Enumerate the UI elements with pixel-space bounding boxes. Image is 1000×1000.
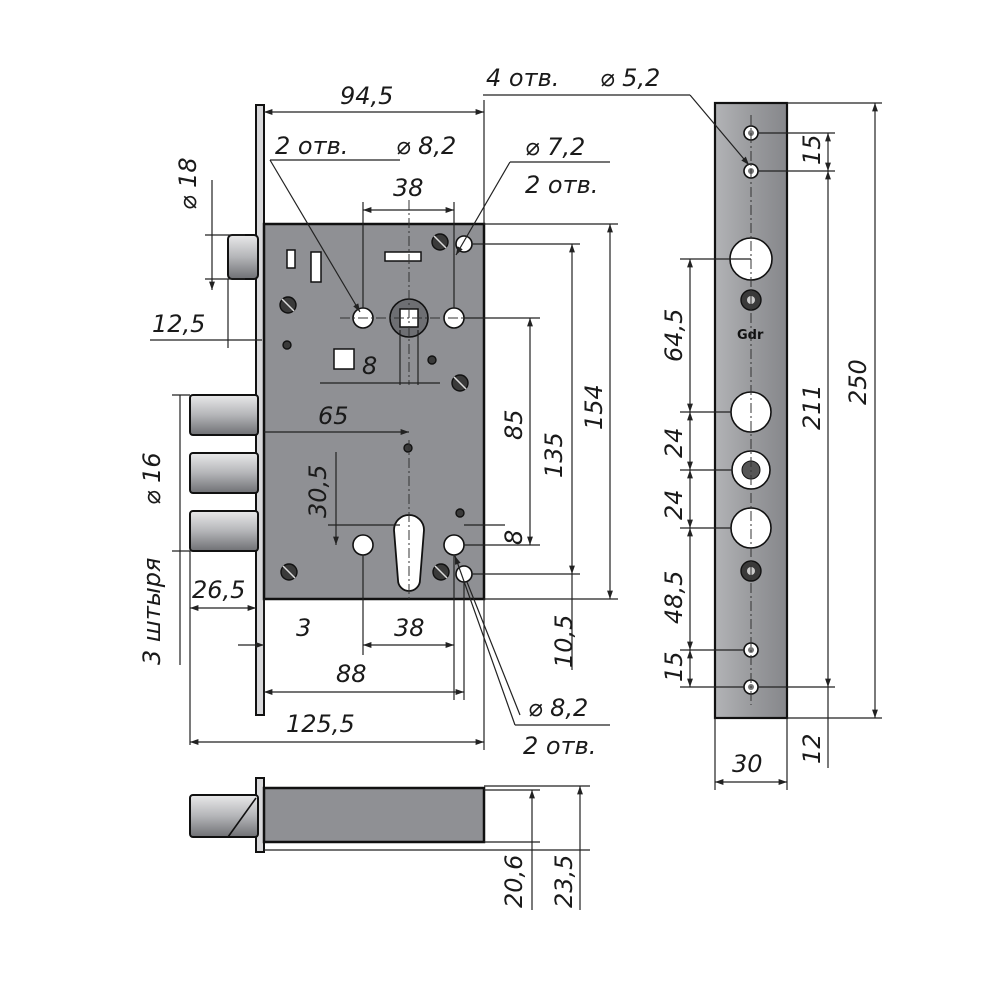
label-bolts-dia: ⌀ 16 — [138, 452, 166, 505]
lock-body — [262, 222, 486, 601]
dim-spindle-square: 8 — [362, 352, 377, 380]
dim-backset: 65 — [318, 402, 349, 430]
dim-10-5: 10,5 — [550, 615, 578, 668]
dim-cylinder-small: 8 — [500, 530, 528, 545]
latch-lever — [310, 251, 322, 283]
dim-faceplate-15-top: 15 — [798, 134, 826, 165]
dim-latch-dia: ⌀ 18 — [174, 157, 202, 210]
front-view — [189, 104, 486, 716]
dim-154: 154 — [580, 384, 608, 430]
dim-faceplate-12: 12 — [798, 733, 826, 764]
label-holes-top-right: 2 отв. — [525, 171, 598, 199]
dim-cylinder-offset: 30,5 — [304, 465, 332, 518]
side-body — [262, 786, 486, 844]
dim-side-23-5: 23,5 — [550, 855, 578, 908]
faceplate-view-dimensions: 4 отв. ⌀ 5,2 15 64,5 24 24 48,5 15 211 — [483, 64, 882, 790]
dim-faceplate-15-bottom: 15 — [660, 651, 688, 682]
mounting-hole — [455, 235, 473, 253]
indicator-slot — [384, 251, 422, 262]
dim-faceplate-thickness: 3 — [296, 614, 311, 642]
dim-spindle-spacing: 38 — [393, 174, 424, 202]
dim-latch-projection: 12,5 — [152, 310, 205, 338]
mounting-hole — [352, 534, 374, 556]
side-view-dimensions: 20,6 23,5 — [264, 785, 590, 910]
front-view-dimensions: 94,5 2 отв. ⌀ 8,2 38 ⌀ 7,2 2 отв. ⌀ 18 1… — [138, 82, 618, 760]
dead-bolt — [189, 452, 259, 494]
dim-135: 135 — [540, 432, 568, 478]
latch-bolt — [227, 234, 259, 280]
dim-faceplate-250: 250 — [844, 359, 872, 405]
dead-bolt — [189, 394, 259, 436]
side-bolt — [189, 794, 259, 838]
dim-width-overall: 94,5 — [340, 82, 393, 110]
label-holes-top-left: 2 отв. — [275, 132, 348, 160]
label-faceplate-holes: 4 отв. — [486, 64, 559, 92]
dead-bolt — [189, 510, 259, 552]
dim-width-total: 125,5 — [286, 710, 355, 738]
spindle-square-symbol — [333, 348, 355, 370]
label-holes-top-left-dia: ⌀ 8,2 — [396, 132, 456, 160]
dim-lower-spacing: 38 — [394, 614, 425, 642]
dim-side-20-6: 20,6 — [500, 855, 528, 908]
label-holes-bottom-dia: ⌀ 8,2 — [528, 694, 588, 722]
small-pin — [427, 355, 437, 365]
dim-faceplate-48-5: 48,5 — [660, 571, 688, 624]
label-bolts: 3 штыря — [138, 558, 166, 665]
key-notch — [286, 249, 296, 269]
screw-head — [279, 233, 469, 581]
small-pin — [282, 340, 292, 350]
label-holes-top-right-dia: ⌀ 7,2 — [525, 133, 585, 161]
dim-bolt-projection: 26,5 — [192, 576, 245, 604]
dim-faceplate-24-b: 24 — [660, 489, 688, 520]
dim-faceplate-211: 211 — [798, 384, 826, 430]
dim-lower-width: 88 — [336, 660, 367, 688]
dim-85: 85 — [500, 409, 528, 440]
dim-faceplate-24-a: 24 — [660, 427, 688, 458]
dim-faceplate-width: 30 — [732, 750, 763, 778]
faceplate-logo: Gdr — [737, 328, 764, 343]
faceplate-view: Gdr — [713, 101, 789, 720]
small-pin — [403, 443, 413, 453]
label-holes-bottom: 2 отв. — [523, 732, 596, 760]
mounting-hole — [443, 534, 465, 556]
side-view — [189, 777, 486, 853]
small-pin — [455, 508, 465, 518]
label-faceplate-holes-dia: ⌀ 5,2 — [600, 64, 660, 92]
dim-faceplate-64-5: 64,5 — [660, 309, 688, 362]
